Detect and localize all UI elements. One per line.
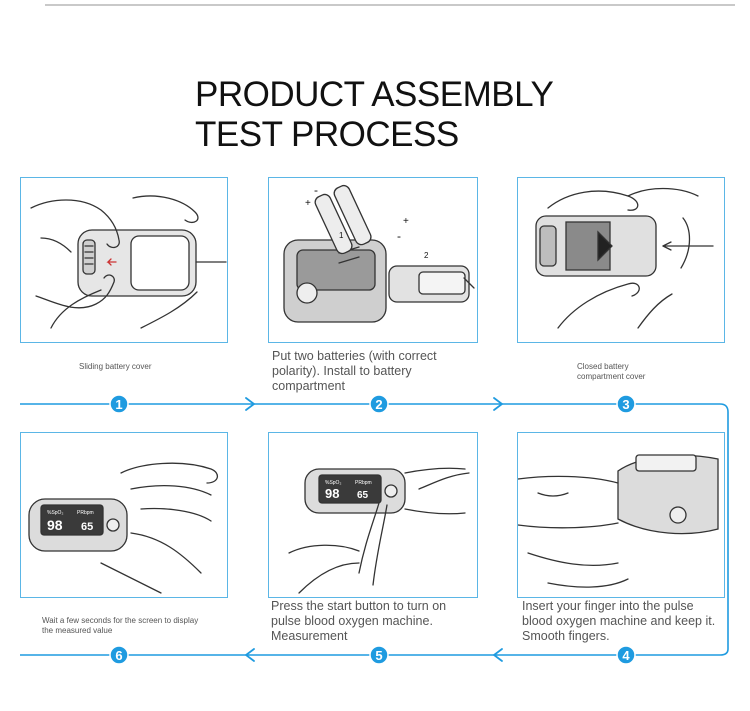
battery-step-1-label: 1 <box>339 231 344 240</box>
step-1-number: 1 <box>115 397 122 412</box>
screen-prbpm-label: PRbpm <box>355 480 372 486</box>
step-4-number: 4 <box>622 648 630 663</box>
step-6-illustration: %SpO₂ PRbpm 98 65 <box>20 432 228 598</box>
step-4-illustration <box>517 432 725 598</box>
page-title: PRODUCT ASSEMBLY TEST PROCESS <box>195 75 554 155</box>
step-1-badge <box>109 394 129 414</box>
arrow-left-2 <box>244 648 255 662</box>
title-line-1: PRODUCT ASSEMBLY <box>195 75 554 114</box>
readout-spo2-value: 98 <box>47 517 63 533</box>
screen-spo2-label: %SpO₂ <box>325 480 341 486</box>
battery-minus-label-a: - <box>314 183 318 197</box>
screen-spo2-value: 98 <box>325 486 339 501</box>
arrow-left-1 <box>492 648 503 662</box>
step-4-badge <box>616 645 636 665</box>
screen-pulse-value: 65 <box>357 490 369 501</box>
step-6-number: 6 <box>115 648 122 663</box>
step-3-illustration <box>517 177 725 343</box>
arrow-right-2 <box>493 397 504 411</box>
step-3-badge <box>616 394 636 414</box>
step-6-badge <box>109 645 129 665</box>
step-5-number: 5 <box>375 648 382 663</box>
readout-spo2-label: %SpO₂ <box>47 510 63 516</box>
step-2-illustration: + - + - 1 2 <box>268 177 478 343</box>
readout-prbpm-label: PRbpm <box>77 510 94 516</box>
title-line-2: TEST PROCESS <box>195 115 459 154</box>
step-1-illustration <box>20 177 228 343</box>
step-5-badge <box>369 645 389 665</box>
step-4-caption: Insert your finger into the pulse blood … <box>522 599 716 643</box>
step-6-caption: Wait a few seconds for the screen to dis… <box>42 616 199 635</box>
step-2-number: 2 <box>375 397 382 412</box>
step-5-caption: Press the start button to turn on pulse … <box>271 599 447 643</box>
step-3-number: 3 <box>622 397 629 412</box>
battery-step-2-label: 2 <box>424 251 429 260</box>
battery-plus-label-b: + <box>403 216 409 227</box>
battery-minus-label-b: - <box>397 229 401 243</box>
step-2-caption: Put two batteries (with correct polarity… <box>272 349 437 393</box>
step-3-caption: Closed battery compartment cover <box>577 362 646 381</box>
battery-plus-label-a: + <box>305 198 311 209</box>
step-1-caption: Sliding battery cover <box>79 362 152 371</box>
arrow-right-1 <box>245 397 256 411</box>
top-divider <box>45 4 735 6</box>
step-2-badge <box>369 394 389 414</box>
step-5-illustration: %SpO₂ PRbpm 98 65 <box>268 432 478 598</box>
readout-pulse-value: 65 <box>81 521 93 533</box>
